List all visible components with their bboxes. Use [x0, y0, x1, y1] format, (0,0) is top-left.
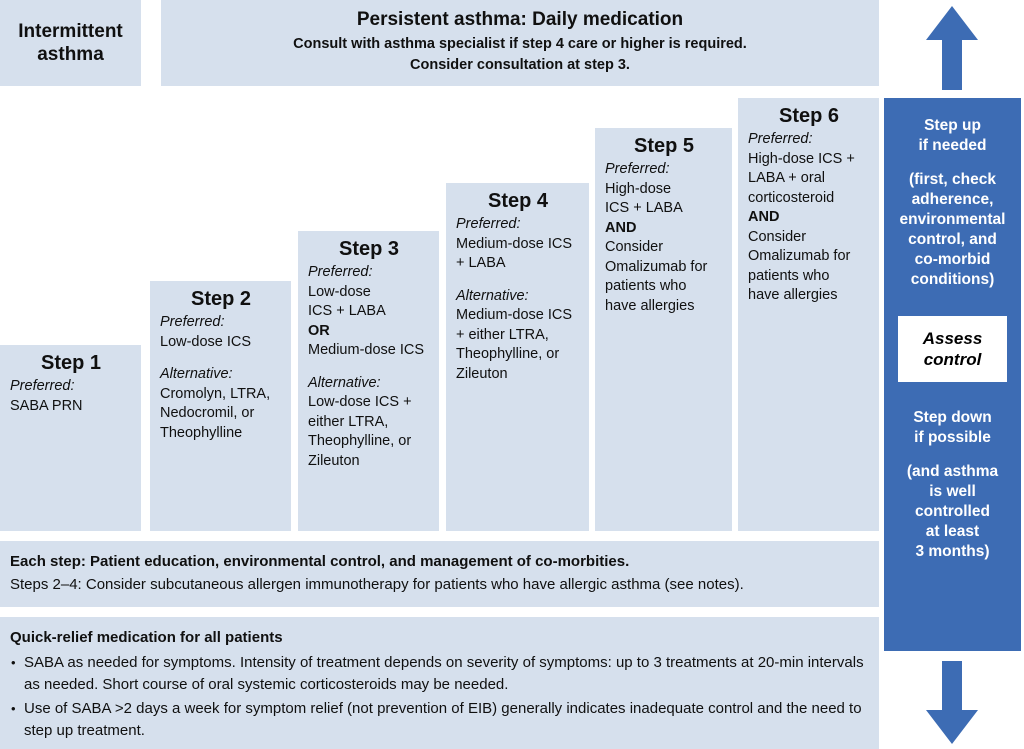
- step-title: Step 4: [487, 190, 549, 212]
- step-title: Step 5: [633, 135, 695, 157]
- step-alternative-text: Medium-dose ICS + either LTRA, Theophyll…: [456, 307, 573, 382]
- arrow-down-icon: [926, 661, 978, 744]
- step-column-3: Step 3 Preferred: Low-dose ICS + LABA OR…: [298, 231, 439, 531]
- step-column-1: Step 1 Preferred: SABA PRN: [0, 345, 141, 531]
- step-conjunction: AND: [748, 209, 780, 225]
- step-column-4: Step 4 Preferred: Medium-dose ICS + LABA…: [446, 183, 589, 531]
- step-title: Step 2: [190, 288, 252, 310]
- header-persistent-subtitle: Consult with asthma specialist if step 4…: [293, 36, 747, 73]
- step-column-6: Step 6 Preferred: High-dose ICS + LABA +…: [738, 98, 879, 531]
- step-alternative-text: Low-dose ICS + either LTRA, Theophylline…: [308, 394, 412, 469]
- step-preferred-text: SABA PRN: [10, 397, 83, 414]
- assess-control-box: Assess control: [898, 316, 1007, 382]
- step-alternative-label: Alternative:: [308, 374, 381, 391]
- step-title: Step 1: [40, 352, 102, 374]
- step-alternative-text: Cromolyn, LTRA, Nedocromil, or Theophyll…: [160, 385, 271, 441]
- spacer: [890, 156, 1015, 170]
- step-preferred-text: High-dose ICS + LABA + oral corticostero…: [748, 150, 855, 206]
- step-preferred-text: Medium-dose ICS + LABA: [456, 235, 573, 272]
- step-conjunction: AND: [605, 219, 637, 236]
- step-preferred-label: Preferred:: [160, 314, 225, 330]
- step-preferred-label: Preferred:: [10, 378, 75, 394]
- step-alternative-label: Alternative:: [160, 366, 233, 382]
- each-step-line-2: Steps 2–4: Consider subcutaneous allerge…: [10, 576, 744, 593]
- spacer: [890, 290, 1015, 316]
- each-step-line-1: Each step: Patient education, environmen…: [10, 553, 630, 570]
- step-preferred-text-2: Consider Omalizumab for patients who hav…: [605, 239, 708, 314]
- step-down-heading: Step down if possible: [913, 409, 992, 446]
- header-intermittent-asthma: Intermittent asthma: [0, 0, 141, 86]
- step-up-note: (first, check adherence, environmental c…: [899, 171, 1006, 288]
- step-title: Step 6: [778, 105, 840, 127]
- header-intermittent-label: Intermittent asthma: [18, 21, 123, 65]
- step-preferred-label: Preferred:: [748, 131, 813, 147]
- step-column-2: Step 2 Preferred: Low-dose ICS Alternati…: [150, 281, 291, 531]
- spacer: [308, 361, 430, 374]
- quick-relief-band: Quick-relief medication for all patients…: [0, 617, 879, 749]
- header-persistent-title: Persistent asthma: Daily medication: [356, 9, 684, 30]
- spacer: [890, 448, 1015, 462]
- step-preferred-text: Low-dose ICS: [160, 333, 252, 350]
- step-preferred-label: Preferred:: [456, 216, 521, 232]
- step-alternative-label: Alternative:: [456, 287, 529, 304]
- step-preferred-text: Low-dose ICS + LABA: [308, 283, 386, 320]
- spacer: [456, 274, 580, 287]
- arrow-up-icon: [926, 6, 978, 90]
- header-persistent-asthma: Persistent asthma: Daily medication Cons…: [161, 0, 879, 86]
- step-conjunction: OR: [308, 322, 330, 339]
- step-preferred-text: High-dose ICS + LABA: [605, 180, 683, 217]
- step-title: Step 3: [338, 238, 400, 260]
- step-preferred-label: Preferred:: [308, 264, 373, 280]
- step-up-down-panel: Step up if needed (first, check adherenc…: [884, 98, 1021, 651]
- spacer: [890, 382, 1015, 408]
- quick-relief-title: Quick-relief medication for all patients: [10, 629, 283, 646]
- spacer: [160, 352, 282, 365]
- step-column-5: Step 5 Preferred: High-dose ICS + LABA A…: [595, 128, 732, 531]
- step-down-note: (and asthma is well controlled at least …: [906, 463, 999, 560]
- quick-relief-list: SABA as needed for symptoms. Intensity o…: [10, 652, 867, 743]
- step-up-heading: Step up if needed: [918, 117, 987, 154]
- step-preferred-label: Preferred:: [605, 161, 670, 177]
- list-item: Use of SABA >2 days a week for symptom r…: [10, 698, 867, 743]
- each-step-band: Each step: Patient education, environmen…: [0, 541, 879, 607]
- step-preferred-text-2: Consider Omalizumab for patients who hav…: [748, 228, 851, 304]
- step-preferred-text-2: Medium-dose ICS: [308, 342, 425, 358]
- list-item: SABA as needed for symptoms. Intensity o…: [10, 652, 867, 697]
